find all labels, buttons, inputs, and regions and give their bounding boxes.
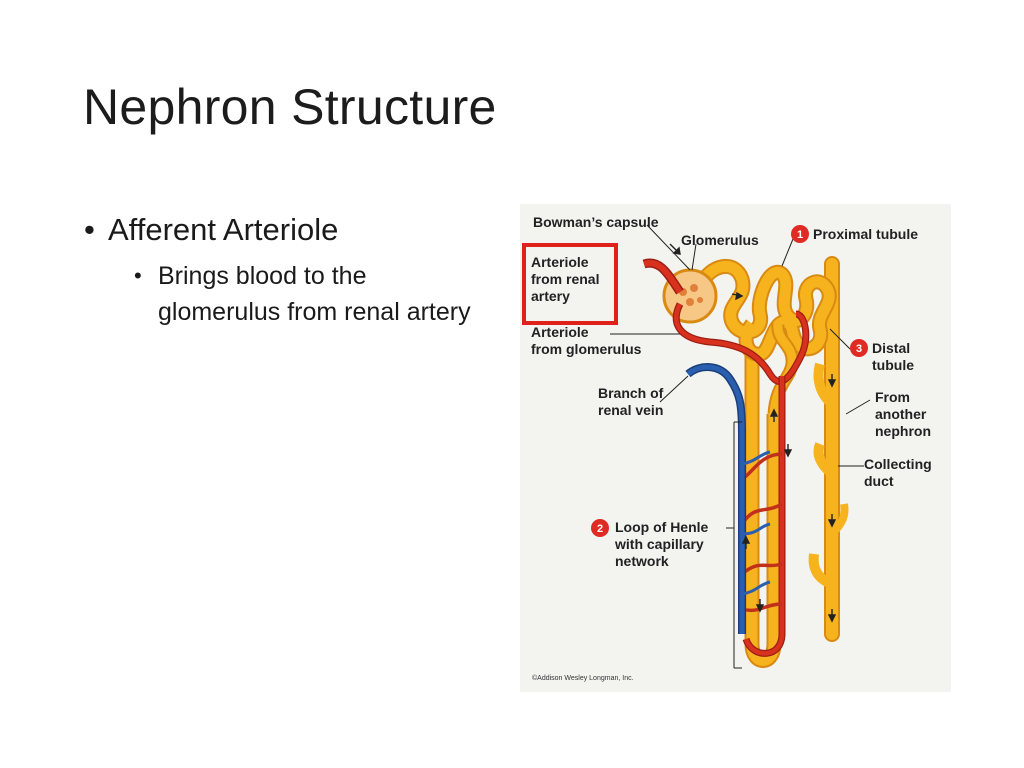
label-loop-henle-3: network bbox=[615, 553, 669, 569]
arteriole-shapes bbox=[642, 258, 810, 657]
bullet-dot-icon: • bbox=[84, 212, 95, 247]
collecting-duct-shape bbox=[808, 256, 849, 642]
label-bowmans-capsule: Bowman’s capsule bbox=[533, 214, 659, 230]
svg-text:1: 1 bbox=[797, 229, 803, 241]
bullet-text: Afferent Arteriole bbox=[108, 212, 339, 247]
nephron-illustration: 1 2 3 Bowman’s capsule Glomerulus Proxim… bbox=[522, 214, 932, 682]
tubule-convolutions-shape bbox=[693, 258, 837, 415]
label-collecting-duct-1: Collecting bbox=[864, 456, 932, 472]
label-loop-henle-1: Loop of Henle bbox=[615, 519, 709, 535]
nephron-diagram: 1 2 3 Bowman’s capsule Glomerulus Proxim… bbox=[520, 204, 951, 692]
label-loop-henle-2: with capillary bbox=[614, 536, 704, 552]
bullet-list: • Afferent Arteriole • Brings blood to t… bbox=[84, 210, 484, 330]
label-branch-renal-vein-1: Branch of bbox=[598, 385, 664, 401]
label-distal-tubule-2: tubule bbox=[872, 357, 914, 373]
figure-credit: ©Addison Wesley Longman, Inc. bbox=[532, 674, 634, 682]
label-glomerulus: Glomerulus bbox=[681, 232, 759, 248]
svg-text:2: 2 bbox=[597, 523, 603, 535]
highlight-box bbox=[522, 243, 618, 325]
marker-1: 1 bbox=[791, 225, 809, 243]
label-proximal-tubule: Proximal tubule bbox=[813, 226, 918, 242]
label-arteriole-renal-1: Arteriole bbox=[531, 254, 589, 270]
marker-3: 3 bbox=[850, 339, 868, 357]
label-collecting-duct-2: duct bbox=[864, 473, 894, 489]
flow-arrows bbox=[669, 243, 837, 623]
label-branch-renal-vein-2: renal vein bbox=[598, 402, 663, 418]
label-another-nephron-2: another bbox=[875, 406, 927, 422]
renal-vein-shape bbox=[685, 363, 771, 634]
label-arteriole-glom-2: from glomerulus bbox=[531, 341, 642, 357]
bullet-item: • Afferent Arteriole bbox=[84, 210, 484, 250]
slide-title: Nephron Structure bbox=[83, 79, 497, 135]
label-arteriole-renal-2: from renal bbox=[531, 271, 599, 287]
svg-text:3: 3 bbox=[856, 343, 862, 355]
label-distal-tubule-1: Distal bbox=[872, 340, 910, 356]
sub-bullet-item: • Brings blood to the glomerulus from re… bbox=[134, 258, 478, 330]
bullet-dot-icon: • bbox=[134, 263, 142, 288]
label-another-nephron-1: From bbox=[875, 389, 910, 405]
sub-bullet-text: Brings blood to the glomerulus from rena… bbox=[158, 262, 471, 326]
label-arteriole-renal-3: artery bbox=[531, 288, 570, 304]
label-another-nephron-3: nephron bbox=[875, 423, 931, 439]
marker-2: 2 bbox=[591, 519, 609, 537]
label-arteriole-glom-1: Arteriole bbox=[531, 324, 589, 340]
